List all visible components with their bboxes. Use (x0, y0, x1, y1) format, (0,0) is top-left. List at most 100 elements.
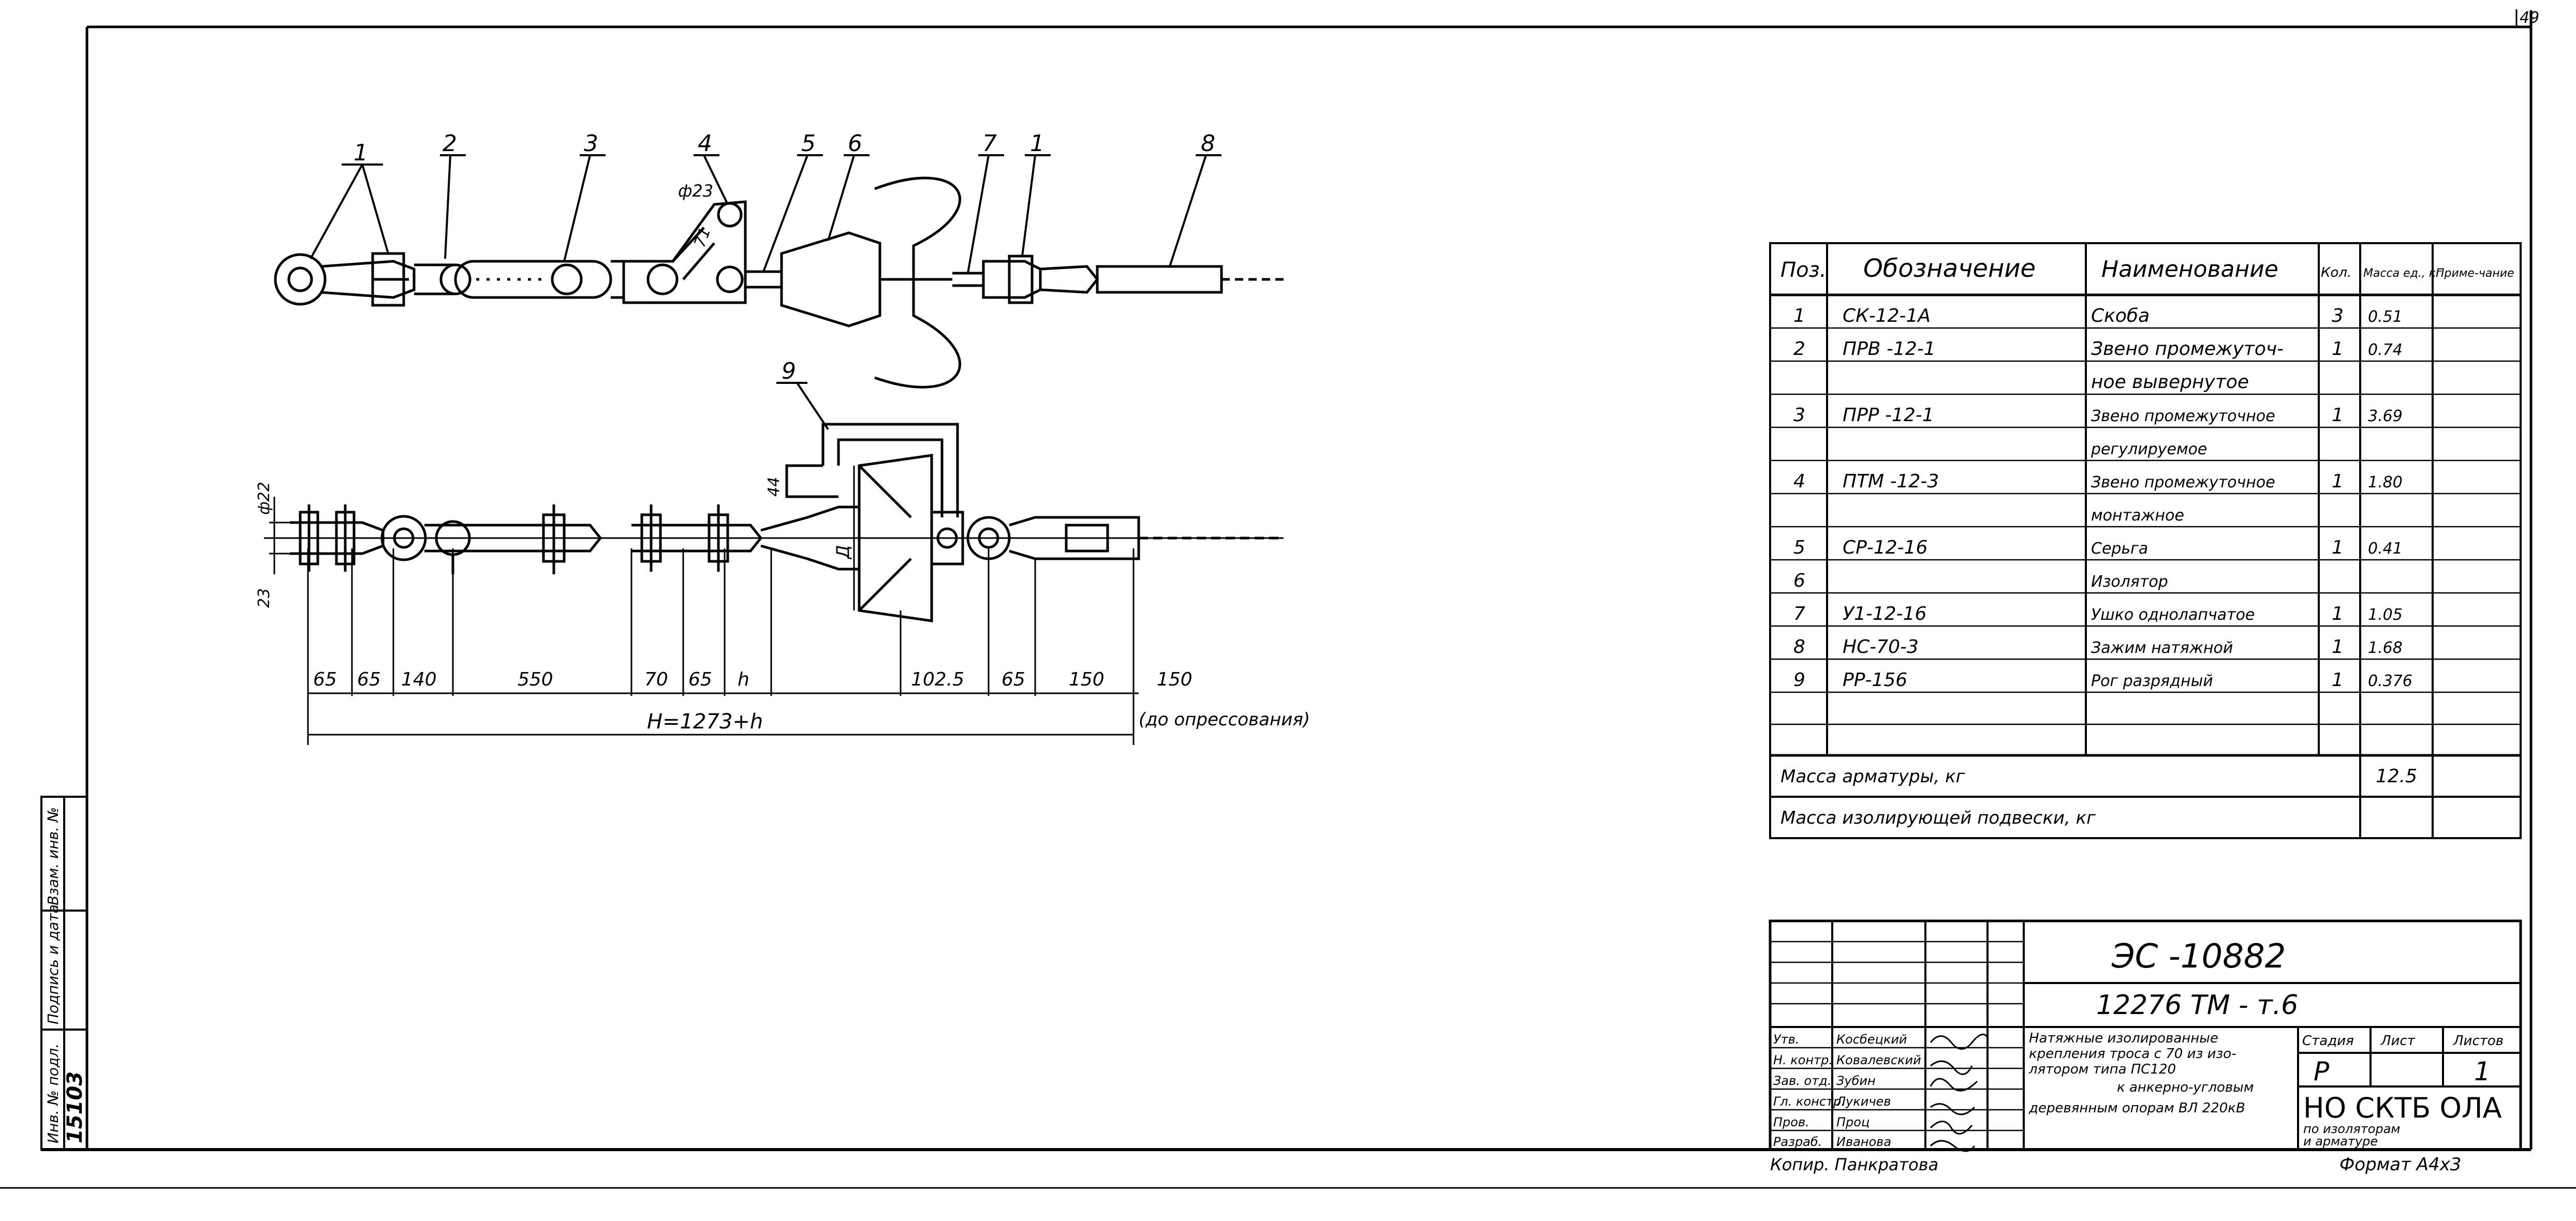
dim-65a: 65 (313, 669, 337, 690)
table-row: 6 (1793, 570, 1805, 591)
title-description: Натяжные изолированные крепления троса с… (2028, 1031, 2254, 1116)
side-stamp-label-1: Взам. инв. № (45, 807, 62, 905)
dim-65c: 65 (688, 669, 712, 690)
crimp-note: (до опрессования) (1139, 709, 1310, 730)
sheets-value: 1 (2474, 1056, 2491, 1086)
total-length-dim: H=1273+h (647, 710, 763, 734)
svg-text:1: 1 (2332, 338, 2344, 360)
dim-102-5: 102.5 (911, 669, 964, 690)
table-row: 1 (1793, 305, 1805, 326)
dim-65d: 65 (1002, 669, 1025, 690)
svg-text:Косбецкий: Косбецкий (1836, 1032, 1907, 1047)
svg-text:Звено промежуточное: Звено промежуточное (2091, 473, 2275, 492)
svg-text:Изолятор: Изолятор (2091, 573, 2168, 591)
svg-text:Пров.: Пров. (1773, 1115, 1809, 1129)
svg-text:СК-12-1А: СК-12-1А (1843, 305, 1931, 326)
col-header-note: Приме-чание (2436, 267, 2514, 280)
side-stamp-inv-number: 15103 (63, 1071, 87, 1143)
dim-140: 140 (401, 669, 437, 690)
table-row: 9 (1793, 669, 1805, 691)
svg-text:Проц: Проц (1836, 1115, 1870, 1129)
callout-4: 4 (698, 130, 712, 157)
dim-23: 23 (255, 588, 273, 608)
callout-6: 6 (848, 130, 862, 157)
signature-scribbles (1930, 1033, 1989, 1152)
callout-9: 9 (782, 358, 796, 384)
svg-text:крепления троса с 70 из изо-: крепления троса с 70 из изо- (2029, 1046, 2236, 1062)
dimension-lines (269, 497, 1139, 745)
svg-text:1: 1 (2332, 537, 2344, 558)
svg-text:Зубин: Зубин (1836, 1074, 1876, 1088)
table-row: 4 (1793, 471, 1805, 492)
callout-1b: 1 (1030, 130, 1044, 157)
svg-text:У1-12-16: У1-12-16 (1843, 603, 1926, 624)
svg-text:1: 1 (2332, 471, 2344, 492)
svg-text:Рог разрядный: Рог разрядный (2091, 672, 2213, 690)
svg-text:3: 3 (2332, 305, 2344, 326)
table-row: 5 (1793, 537, 1805, 558)
svg-text:Зажим натяжной: Зажим натяжной (2091, 639, 2233, 657)
side-stamp-label-3: Инв. № подл. (45, 1044, 62, 1143)
callout-8: 8 (1201, 130, 1215, 157)
col-header-mass: Масса ед., кг (2363, 267, 2442, 280)
svg-text:Лукичев: Лукичев (1836, 1094, 1891, 1109)
callout-3: 3 (584, 130, 598, 157)
table-row: 8 (1793, 636, 1805, 658)
svg-text:деревянным опорам ВЛ 220кВ: деревянным опорам ВЛ 220кВ (2028, 1100, 2245, 1116)
doc-number: ЭС -10882 (2111, 937, 2286, 976)
svg-text:к анкерно-угловым: к анкерно-угловым (2117, 1080, 2254, 1095)
svg-text:лятором типа ПС120: лятором типа ПС120 (2028, 1062, 2176, 1077)
callout-2: 2 (443, 130, 457, 157)
svg-text:Разраб.: Разраб. (1773, 1135, 1822, 1149)
svg-text:Серьга: Серьга (2091, 540, 2148, 558)
dim-44: 44 (765, 477, 783, 497)
svg-text:0.41: 0.41 (2368, 540, 2403, 558)
total-fittings-value: 12.5 (2376, 766, 2417, 787)
total-suspension-label: Масса изолирующей подвески, кг (1780, 808, 2096, 828)
top-view (274, 176, 1284, 389)
stage-label: Стадия (2302, 1033, 2354, 1049)
svg-text:ПТМ -12-3: ПТМ -12-3 (1843, 471, 1939, 492)
svg-text:Скоба: Скоба (2091, 305, 2150, 326)
svg-text:ПРР -12-1: ПРР -12-1 (1843, 405, 1934, 426)
dim-d: Д (833, 545, 853, 560)
title-block-grid (1769, 919, 2522, 1151)
svg-text:Иванова: Иванова (1836, 1135, 1891, 1149)
stage-value: Р (2314, 1056, 2330, 1086)
title-block-rowlines (1770, 941, 2024, 1131)
svg-text:Зав. отд.: Зав. отд. (1773, 1074, 1831, 1088)
side-stamp (40, 796, 88, 1151)
org-name: НО СКТБ ОЛА (2303, 1092, 2502, 1124)
svg-text:регулируемое: регулируемое (2091, 440, 2207, 458)
title-names: Косбецкий Ковалевский Зубин Лукичев Проц… (1836, 1032, 1921, 1149)
table-row: 3 (1793, 405, 1805, 426)
copied-by: Копир. Панкратова (1770, 1155, 1938, 1174)
svg-text:1: 1 (2332, 669, 2344, 691)
svg-text:0.51: 0.51 (2368, 308, 2403, 326)
svg-text:НС-70-3: НС-70-3 (1843, 636, 1919, 658)
svg-text:ПРВ -12-1: ПРВ -12-1 (1843, 338, 1936, 360)
svg-text:Ковалевский: Ковалевский (1836, 1053, 1921, 1067)
svg-text:Натяжные изолированные: Натяжные изолированные (2029, 1031, 2218, 1046)
spec-table-body: 1 СК-12-1А Скоба 3 0.51 2 ПРВ -12-1 Звен… (1793, 305, 2412, 691)
svg-text:монтажное: монтажное (2091, 507, 2184, 525)
svg-text:1: 1 (2332, 636, 2344, 658)
page-number: 49 (2520, 9, 2539, 27)
dim-150a: 150 (1069, 669, 1105, 690)
callout-1: 1 (354, 140, 368, 166)
svg-text:1.80: 1.80 (2368, 473, 2403, 492)
org-sub-1: по изоляторам (2303, 1122, 2401, 1136)
dim-22: ф22 (255, 482, 273, 515)
dim-65b: 65 (357, 669, 381, 690)
svg-text:1.05: 1.05 (2368, 606, 2403, 624)
svg-text:Ушко однолапчатое: Ушко однолапчатое (2091, 606, 2255, 624)
front-view (264, 423, 1284, 622)
hole-diameter-label: ф23 (678, 181, 713, 201)
project-code: 12276 ТМ - т.6 (2096, 990, 2298, 1021)
col-header-name: Наименование (2101, 256, 2278, 282)
col-header-qty: Кол. (2321, 265, 2351, 280)
sheets-label: Листов (2453, 1033, 2504, 1049)
dim-550: 550 (518, 669, 553, 690)
side-stamp-label-2: Подпись и дата (45, 904, 62, 1024)
